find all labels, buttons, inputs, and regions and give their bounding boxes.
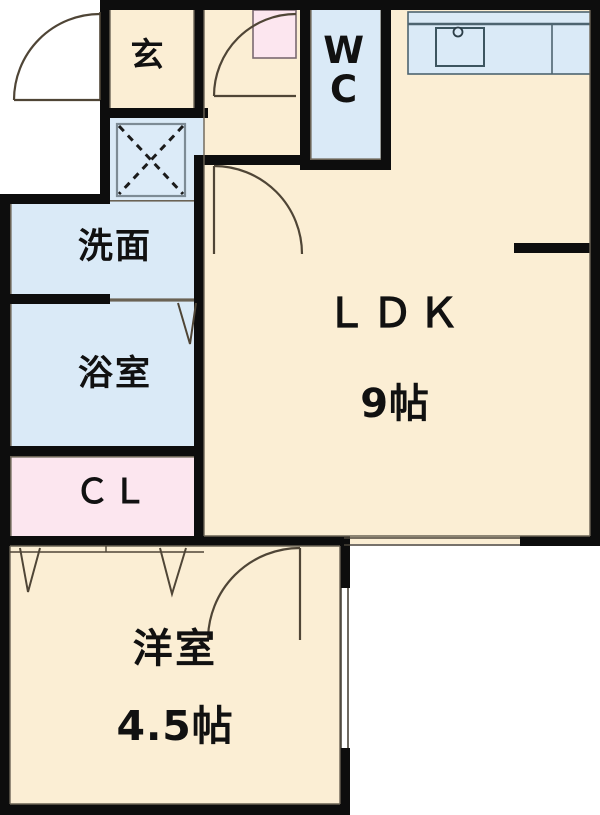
kitchen-counter — [407, 11, 593, 75]
wall-senmen-bath — [0, 294, 110, 304]
wall-water-right-2 — [194, 294, 204, 454]
wall-alcove-left — [100, 108, 110, 200]
wall-top — [100, 0, 600, 10]
doors — [10, 12, 304, 641]
fill-bedroom — [10, 540, 340, 808]
ldk-door — [212, 164, 304, 255]
wc-door — [212, 12, 297, 98]
wall-bedroom-right-top — [340, 536, 350, 588]
wall-hall-ldk-2 — [194, 160, 204, 202]
fill-genkan — [104, 8, 224, 116]
wall-wc-bottom — [300, 160, 391, 170]
wall-hall-ldk — [194, 0, 204, 118]
fill-yokushitsu — [10, 300, 204, 450]
wall-right-outer — [590, 0, 600, 546]
washer-pan-icon — [115, 122, 187, 198]
wall-wc-left — [300, 0, 310, 170]
wall-genkan-left — [100, 0, 110, 116]
wall-bedroom-bottom — [0, 804, 350, 815]
wall-bath-closet — [0, 446, 204, 456]
bedroom-door — [206, 546, 302, 641]
closet-door-2 — [159, 547, 187, 598]
wall-bedroom-right-bottom — [340, 748, 350, 815]
wall-genkan-bottom — [100, 108, 208, 118]
closet-door-1 — [19, 547, 41, 593]
wall-left-outer — [0, 194, 10, 814]
wall-wc-right — [381, 0, 391, 170]
bath-door — [177, 302, 197, 345]
ldk-window — [344, 537, 520, 546]
wall-ldk-bottom-left — [204, 536, 344, 546]
fill-closet — [10, 456, 204, 542]
wall-closet-bottom — [0, 536, 204, 546]
bedroom-window — [340, 588, 349, 748]
wall-stub-right — [514, 243, 592, 253]
faucet-icon — [452, 26, 464, 38]
wall-hall-jog — [194, 155, 304, 165]
fill-senmen — [10, 200, 204, 300]
wall-senmen-top — [0, 194, 110, 204]
wall-closet-right — [194, 446, 204, 542]
windows — [340, 537, 520, 748]
wall-ldk-bottom-right — [520, 536, 600, 546]
wall-water-right — [194, 194, 204, 294]
entrance-door — [12, 12, 101, 102]
fill-ldk — [204, 8, 592, 544]
fill-wc — [310, 8, 382, 160]
wall-trim — [9, 10, 591, 805]
